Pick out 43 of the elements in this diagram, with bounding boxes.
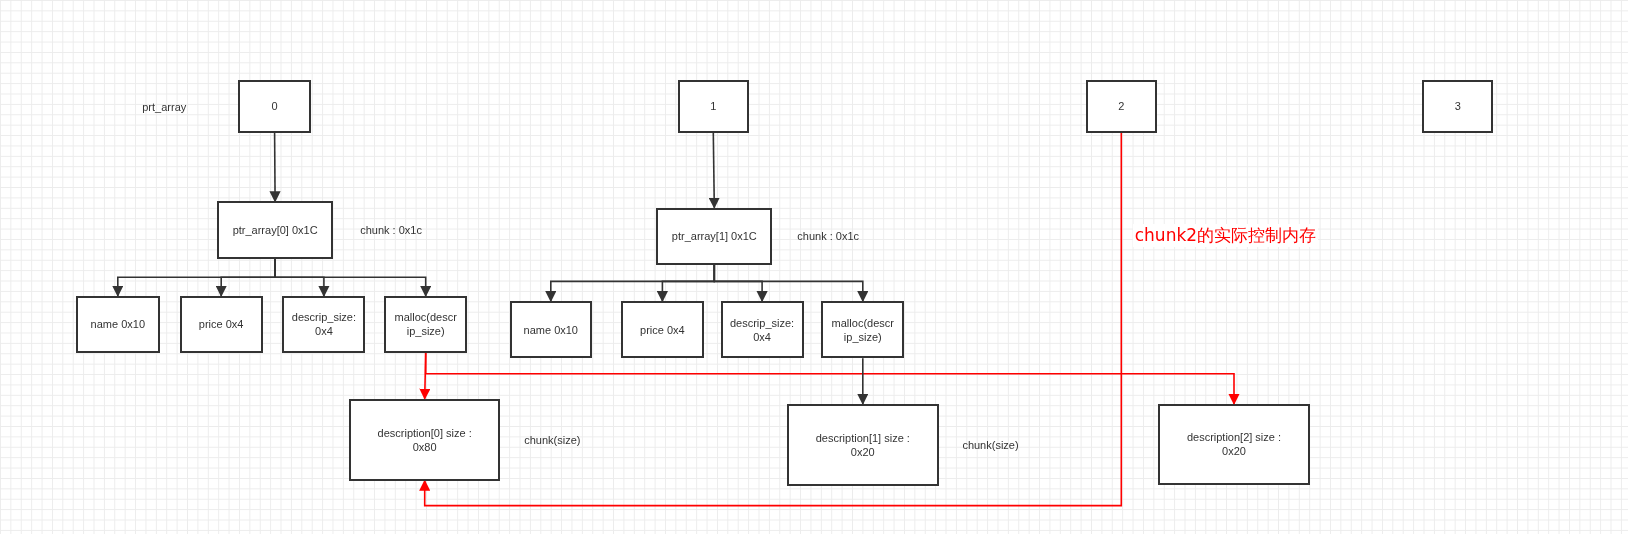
memory-box: [620, 301, 704, 359]
box-text: price 0x4: [198, 317, 244, 332]
box-text: 0: [271, 99, 278, 114]
memory-box: [1157, 403, 1311, 485]
box-text: name 0x10: [90, 317, 146, 332]
box-text: description[0] size : 0x80: [376, 425, 473, 454]
box-text: name 0x10: [523, 322, 578, 337]
box-text: description[1] size : 0x20: [814, 430, 911, 459]
arrow: [419, 132, 1123, 507]
memory-box: [720, 301, 804, 359]
memory-box: [821, 301, 905, 359]
array-label: prt_array: [142, 100, 187, 113]
box-text: ptr_array[0] 0x1C: [232, 222, 318, 237]
box-text: price 0x4: [640, 322, 685, 337]
memory-box: [179, 295, 263, 353]
box-text: malloc(descr ip_size): [830, 315, 895, 344]
arrow: [274, 257, 432, 297]
chunk-size-label: chunk(size): [524, 433, 581, 446]
box-text: malloc(descr ip_size): [393, 310, 458, 339]
memory-box: [237, 79, 312, 133]
box-text: descrip_size: 0x4: [728, 315, 796, 344]
edge-label: chunk2的实际控制内存: [1132, 224, 1319, 248]
box-text: 3: [1454, 99, 1461, 114]
chunk-size-label: chunk(size): [962, 438, 1019, 451]
memory-box: [282, 295, 366, 353]
arrow: [269, 132, 281, 203]
box-text: 1: [710, 99, 717, 114]
chunk-size-label: chunk : 0x1c: [360, 223, 422, 236]
arrow: [713, 264, 869, 303]
arrow: [424, 352, 1240, 405]
chunk-size-label: chunk : 0x1c: [797, 230, 860, 243]
arrow: [708, 132, 720, 209]
memory-box: [678, 79, 749, 133]
memory-box: [384, 295, 468, 353]
memory-box: [1086, 79, 1157, 133]
memory-box: [509, 301, 592, 359]
box-text: description[2] size : 0x20: [1185, 430, 1283, 459]
box-text: 2: [1118, 99, 1125, 114]
memory-box: [1422, 79, 1493, 133]
memory-box: [75, 295, 160, 353]
box-text: descrip_size: 0x4: [290, 310, 357, 339]
arrow: [857, 357, 869, 405]
box-text: ptr_array[1] 0x1C: [671, 229, 757, 244]
